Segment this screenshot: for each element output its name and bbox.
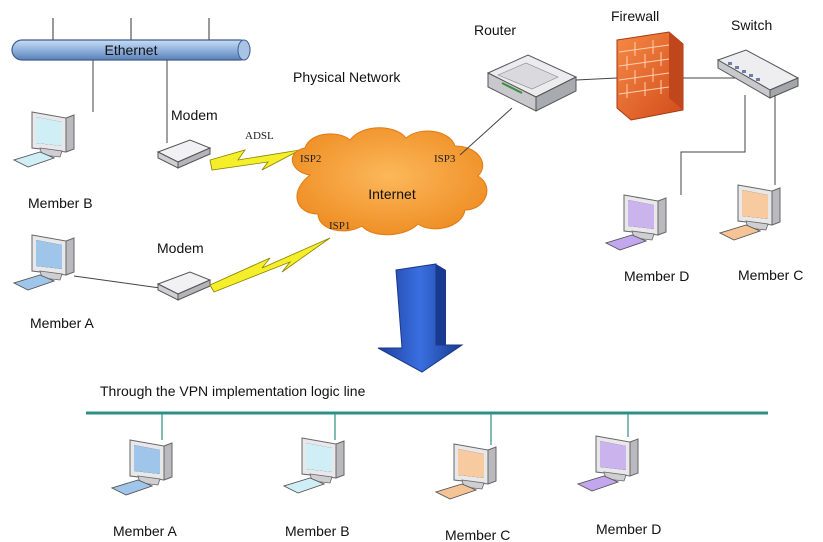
member-a-computer-bottom bbox=[110, 439, 173, 496]
member-d-label-top: Member D bbox=[624, 268, 689, 284]
member-c-label-top: Member C bbox=[738, 267, 803, 283]
modem-bottom bbox=[157, 271, 211, 301]
ethernet-label: Ethernet bbox=[105, 42, 158, 58]
isp1-label: ISP1 bbox=[329, 220, 350, 232]
link-switch-member-d bbox=[680, 95, 746, 195]
down-arrow bbox=[377, 263, 464, 373]
member-b-label: Member B bbox=[28, 195, 93, 211]
link-member-a-modem bbox=[73, 275, 161, 289]
member-b-computer bbox=[12, 111, 75, 168]
internet-label: Internet bbox=[368, 186, 416, 202]
firewall bbox=[616, 31, 684, 121]
vpn-caption: Through the VPN implementation logic lin… bbox=[100, 383, 366, 399]
modem-top bbox=[157, 139, 211, 169]
physical-network-label: Physical Network bbox=[293, 69, 401, 85]
switch bbox=[716, 49, 800, 99]
modem-bottom-label: Modem bbox=[157, 240, 204, 256]
router-label: Router bbox=[474, 22, 516, 38]
ethernet-bus: Ethernet bbox=[11, 18, 251, 61]
member-d-computer-top bbox=[604, 194, 667, 251]
adsl-label: ADSL bbox=[245, 130, 274, 142]
member-d-computer-bottom bbox=[576, 435, 639, 492]
modem-top-label: Modem bbox=[171, 107, 218, 123]
link-isp3-router bbox=[459, 107, 513, 156]
member-d-label-bottom: Member D bbox=[596, 521, 661, 537]
member-a-computer-top bbox=[12, 234, 75, 291]
member-b-computer-bottom bbox=[282, 437, 345, 494]
member-c-computer-bottom bbox=[434, 443, 497, 500]
member-b-label-bottom: Member B bbox=[285, 523, 350, 539]
member-c-computer-top bbox=[718, 184, 781, 241]
firewall-label: Firewall bbox=[611, 8, 659, 24]
isp1-lightning bbox=[209, 237, 331, 293]
switch-label: Switch bbox=[731, 17, 772, 33]
member-a-label-top: Member A bbox=[30, 315, 94, 331]
member-a-label-bottom: Member A bbox=[113, 523, 177, 539]
isp2-label: ISP2 bbox=[300, 153, 321, 165]
member-c-label-bottom: Member C bbox=[445, 527, 510, 542]
adsl-lightning bbox=[209, 149, 301, 171]
internet-cloud: Internet ISP2 ISP3 ISP1 bbox=[292, 127, 488, 236]
isp3-label: ISP3 bbox=[434, 153, 456, 165]
router bbox=[486, 54, 578, 112]
link-router-firewall bbox=[575, 77, 618, 81]
